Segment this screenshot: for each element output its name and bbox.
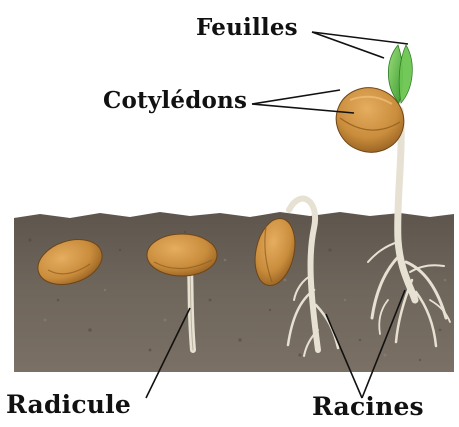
label-racines: Racines — [312, 392, 424, 421]
pointer-cotyledons-1 — [252, 90, 340, 104]
leaves — [388, 45, 412, 103]
label-radicule: Radicule — [6, 390, 131, 419]
label-feuilles: Feuilles — [196, 14, 298, 41]
label-cotyledons: Cotylédons — [103, 87, 247, 114]
soil — [14, 212, 454, 372]
